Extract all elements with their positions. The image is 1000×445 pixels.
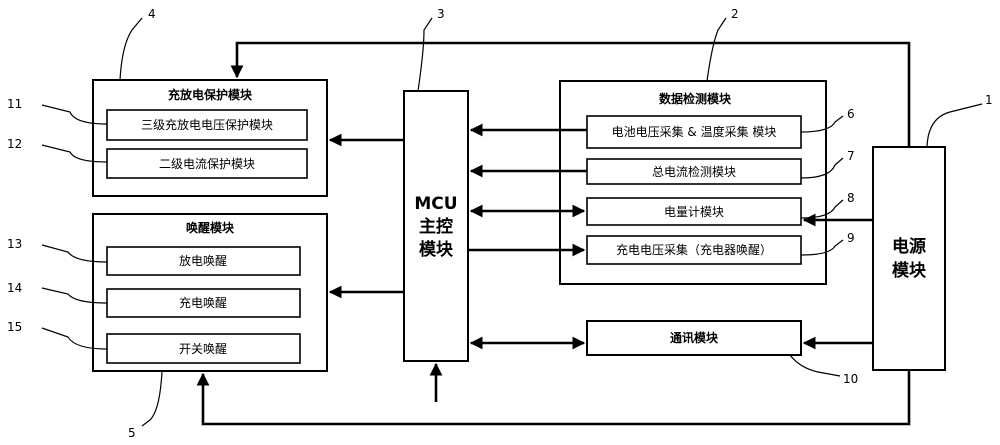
ref-number-8: 8: [847, 191, 855, 205]
power-to-protection-arrow: [230, 41, 911, 147]
reference-numbers: 4 3 2 1 11 12 13 14 15 5 6 7 8 9 10: [7, 7, 993, 440]
leader-11: [41, 104, 108, 125]
power-label-line1: 电源: [892, 236, 926, 257]
leader-14: [41, 287, 108, 304]
switch-wake-box: [106, 333, 301, 364]
leader-10: [789, 354, 841, 377]
ref-number-14: 14: [7, 281, 22, 295]
voltage-temp-label: 电池电压采集 & 温度采集 模块: [612, 124, 777, 139]
discharge-wake-box: [106, 246, 301, 276]
voltage-protection-box: [106, 109, 308, 141]
current-detect-box: [586, 158, 802, 185]
discharge-wake-label: 放电唤醒: [179, 253, 227, 268]
protection-module-title: 充放电保护模块: [168, 87, 253, 102]
leader-15: [41, 327, 108, 350]
ref-number-7: 7: [847, 149, 855, 163]
voltage-temp-box: [586, 115, 802, 149]
ref-number-3: 3: [437, 7, 445, 21]
protection-module: 充放电保护模块 三级充放电电压保护模块 二级电流保护模块: [92, 79, 328, 197]
ref-number-6: 6: [847, 107, 855, 121]
leader-8: [800, 199, 844, 219]
switch-wake-label: 开关唤醒: [179, 342, 227, 356]
power-module-box: [872, 146, 946, 371]
leader-1: [926, 103, 983, 148]
current-protection-label: 二级电流保护模块: [159, 157, 255, 171]
fuel-gauge-box: [586, 197, 802, 226]
ref-number-1: 1: [985, 93, 993, 107]
ref-number-2: 2: [731, 7, 739, 21]
wakeup-module: 唤醒模块 放电唤醒 充电唤醒 开关唤醒: [92, 213, 328, 372]
leader-3: [417, 17, 433, 92]
leader-9: [800, 239, 844, 256]
ref-number-15: 15: [7, 320, 22, 334]
leader-7: [800, 157, 844, 179]
leader-13: [41, 244, 108, 263]
current-protection-box: [106, 148, 308, 179]
power-label-line2: 模块: [892, 260, 927, 281]
ref-number-13: 13: [7, 237, 22, 251]
voltage-protection-label: 三级充放电电压保护模块: [141, 117, 273, 132]
communication-module-box: [586, 320, 802, 356]
mcu-module: MCU 主控 模块: [403, 90, 469, 362]
detection-module-title: 数据检测模块: [659, 91, 732, 106]
ref-number-4: 4: [148, 7, 156, 21]
charge-voltage-label: 充电电压采集（充电器唤醒）: [616, 242, 772, 257]
charge-wake-label: 充电唤醒: [179, 295, 227, 310]
leader-lines: [41, 17, 983, 427]
power-module: 电源 模块: [872, 146, 946, 371]
leader-6: [800, 115, 844, 133]
leader-5: [141, 370, 163, 427]
mcu-label-line1: MCU: [414, 194, 457, 214]
ref-number-5: 5: [128, 426, 136, 440]
ref-number-10: 10: [843, 372, 858, 386]
mcu-module-box: [403, 90, 469, 362]
mcu-label-line3: 模块: [419, 239, 454, 260]
power-to-wakeup-arrow: [196, 370, 911, 426]
wakeup-module-title: 唤醒模块: [186, 220, 235, 235]
ref-number-11: 11: [7, 97, 22, 111]
detection-module: 数据检测模块 电池电压采集 & 温度采集 模块 总电流检测模块 电量计模块 充电…: [559, 80, 827, 285]
ref-number-9: 9: [847, 231, 855, 245]
connections: [196, 41, 911, 426]
leader-2: [706, 17, 727, 82]
charge-voltage-box: [586, 235, 802, 265]
communication-module-label: 通讯模块: [670, 330, 719, 345]
leader-12: [41, 144, 108, 163]
mcu-label-line2: 主控: [419, 216, 453, 237]
current-detect-label: 总电流检测模块: [652, 164, 736, 179]
ref-number-12: 12: [7, 137, 22, 151]
fuel-gauge-label: 电量计模块: [664, 205, 724, 219]
communication-module: 通讯模块: [586, 320, 802, 356]
leader-4: [119, 17, 143, 81]
